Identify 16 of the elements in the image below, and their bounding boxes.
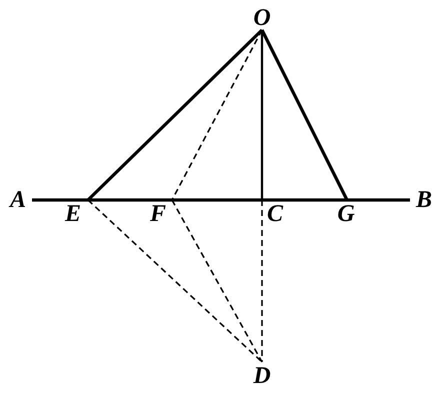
point-label: C bbox=[264, 202, 286, 226]
point-label: B bbox=[411, 188, 437, 212]
line-segment bbox=[260, 30, 264, 200]
dashed-line bbox=[261, 200, 263, 362]
point-label: D bbox=[250, 364, 274, 390]
dashed-line bbox=[87, 199, 263, 363]
dashed-line bbox=[171, 30, 263, 200]
point-label: A bbox=[4, 188, 32, 212]
line-segment bbox=[32, 198, 410, 202]
dashed-line bbox=[171, 200, 263, 362]
point-label: E bbox=[60, 202, 86, 226]
point-label: G bbox=[333, 202, 359, 226]
line-segment bbox=[260, 29, 348, 201]
point-label: F bbox=[146, 202, 170, 226]
point-label: O bbox=[251, 6, 273, 30]
line-segment bbox=[86, 28, 264, 202]
